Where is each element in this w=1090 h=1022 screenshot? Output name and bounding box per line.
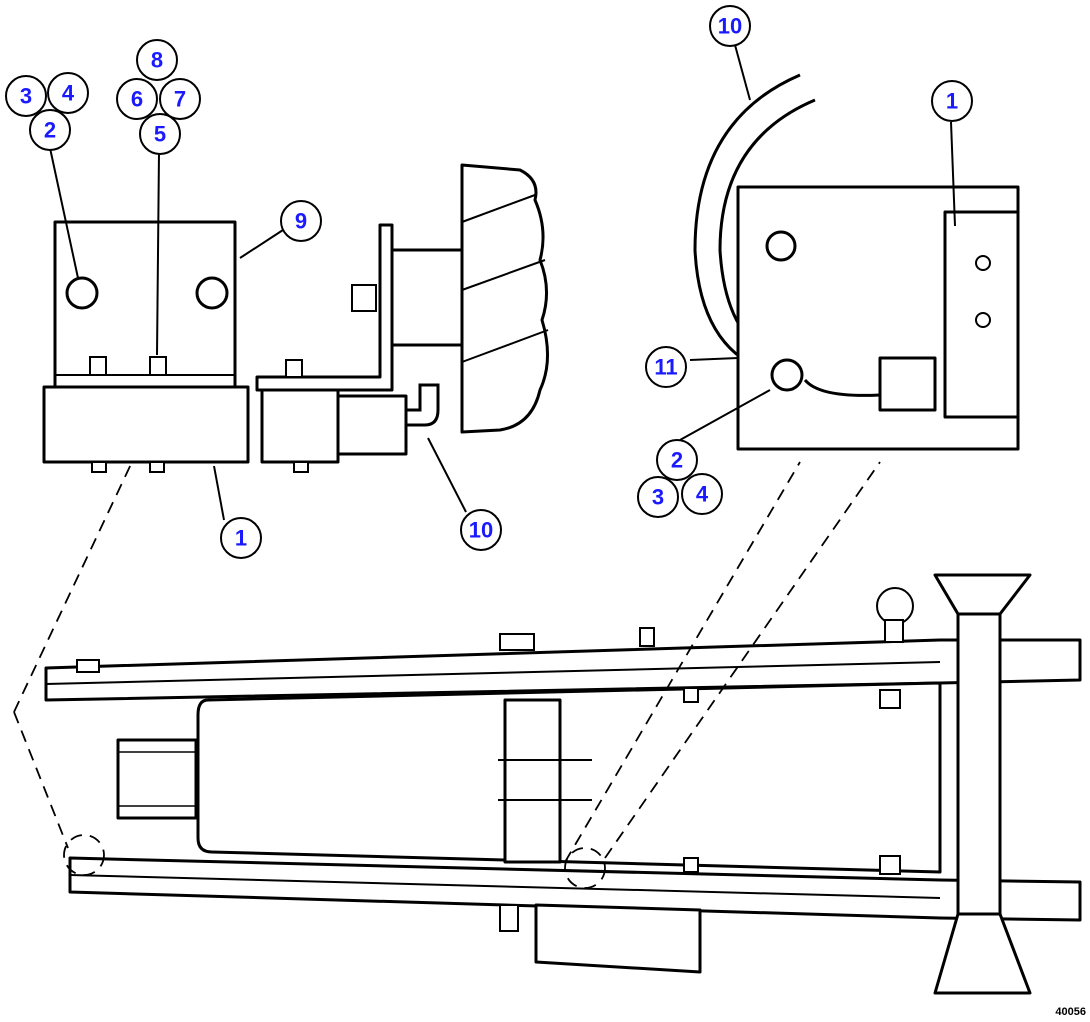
callout-1-left-sensor: 1	[220, 517, 262, 559]
callout-11-clamp: 11	[645, 346, 687, 388]
callout-10-left-hose: 10	[460, 509, 502, 551]
svg-text:8: 8	[151, 48, 163, 73]
callout-4-top-left: 4	[47, 72, 89, 114]
svg-text:10: 10	[469, 518, 493, 543]
leader-lines	[49, 44, 956, 521]
callout-6-top-center: 6	[116, 78, 158, 120]
callout-9-bracket: 9	[280, 200, 322, 242]
callout-3-top-left: 3	[5, 75, 47, 117]
callout-4-right-bolt: 4	[681, 473, 723, 515]
frame-assembly	[13, 461, 1082, 995]
left-detail	[42, 163, 550, 473]
callout-2-top-left: 2	[29, 109, 71, 151]
callout-3-right-bolt: 3	[637, 476, 679, 518]
callout-5-top-center: 5	[139, 113, 181, 155]
callout-2-right-bolt: 2	[656, 439, 698, 481]
svg-text:4: 4	[696, 482, 709, 507]
right-detail	[693, 73, 1020, 451]
svg-text:7: 7	[174, 87, 186, 112]
svg-text:5: 5	[154, 122, 166, 147]
svg-text:1: 1	[946, 89, 958, 114]
callout-7-top-center: 7	[159, 78, 201, 120]
svg-text:10: 10	[718, 14, 742, 39]
svg-text:2: 2	[44, 118, 56, 143]
svg-text:3: 3	[20, 84, 32, 109]
svg-text:2: 2	[671, 448, 683, 473]
svg-text:1: 1	[235, 526, 247, 551]
svg-text:9: 9	[295, 209, 307, 234]
svg-text:4: 4	[62, 81, 75, 106]
callout-8-top-center: 8	[136, 39, 178, 81]
svg-text:6: 6	[131, 87, 143, 112]
drawing-code: 40056	[1055, 1006, 1086, 1018]
svg-text:11: 11	[654, 355, 677, 380]
svg-text:3: 3	[652, 485, 664, 510]
callout-1-right-sensor: 1	[931, 80, 973, 122]
callout-10-right-hose: 10	[709, 5, 751, 47]
